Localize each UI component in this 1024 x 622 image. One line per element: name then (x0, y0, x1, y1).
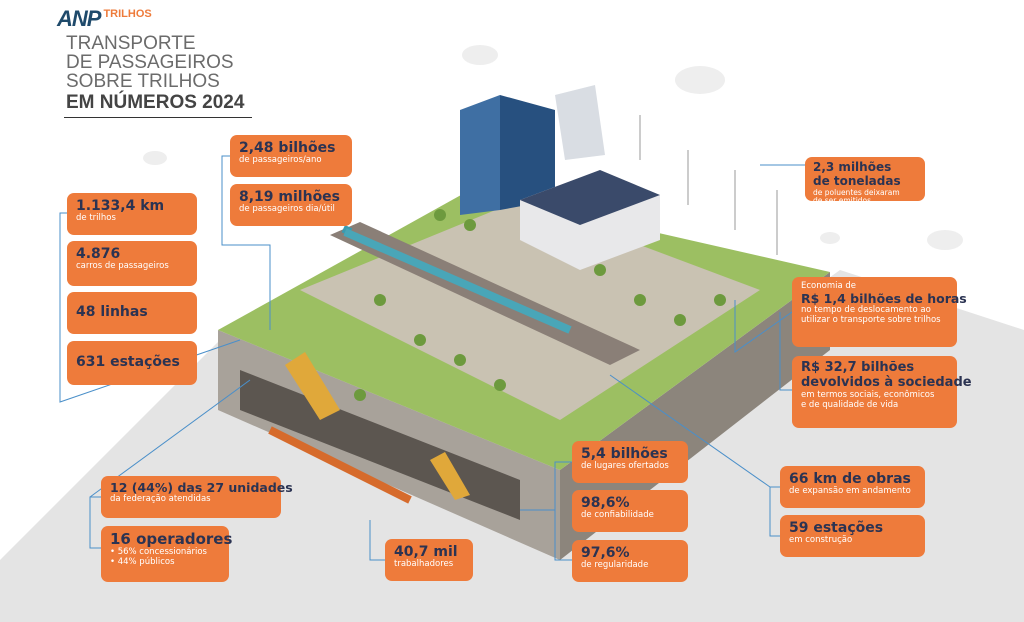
title-line: SOBRE TRILHOS (66, 71, 220, 92)
stat-label: de trilhos (76, 213, 116, 224)
stat-value: 1.133,4 km (76, 198, 165, 214)
stat-pax-day: 8,19 milhões de passageiros dia/útil (230, 184, 352, 226)
stat-value: 2,3 milhões (813, 160, 892, 174)
stat-value: 40,7 mil (394, 544, 458, 560)
stat-value: R$ 32,7 bilhões (801, 360, 915, 375)
stat-regularity: 97,6% de regularidade (572, 540, 688, 582)
title-line: DE PASSAGEIROS (66, 52, 234, 73)
stat-label: e de qualidade de vida (801, 399, 899, 410)
stat-society: R$ 32,7 bilhões devolvidos à sociedade e… (792, 356, 972, 428)
stat-value: 59 estações (789, 520, 884, 536)
stat-hours: Economia de R$ 1,4 bilhões de horas no t… (792, 277, 967, 347)
title-line: TRANSPORTE (66, 33, 196, 54)
stat-value: 2,48 bilhões (239, 140, 336, 156)
stat-label: de lugares ofertados (581, 461, 669, 472)
stat-value: de toneladas (813, 173, 901, 188)
stat-label: de passageiros dia/útil (239, 204, 335, 215)
stat-label: • 56% concessionários (110, 547, 207, 558)
stat-label: da federação atendidas (110, 494, 211, 505)
stat-value: 48 linhas (76, 304, 148, 320)
stat-label: de ser emitidos (813, 196, 872, 206)
stat-workers: 40,7 mil trabalhadores (385, 539, 473, 581)
stat-works: 66 km de obras de expansão em andamento (780, 466, 925, 508)
stat-label: Economia de (801, 281, 857, 291)
stat-value: 8,19 milhões (239, 189, 341, 205)
stat-label: no tempo de deslocamento ao (801, 305, 931, 316)
stat-operators: 16 operadores • 56% concessionários • 44… (101, 526, 233, 582)
stat-label: de poluentes deixaram (813, 187, 900, 197)
stat-pax-year: 2,48 bilhões de passageiros/ano (230, 135, 352, 177)
stat-lines: 48 linhas (67, 292, 197, 334)
stat-new-stations: 59 estações em construção (780, 515, 925, 557)
stat-value: 66 km de obras (789, 471, 911, 487)
stat-value: 631 estações (76, 354, 180, 370)
stat-seats: 5,4 bilhões de lugares ofertados (572, 441, 688, 483)
stat-label: • 44% públicos (110, 557, 175, 568)
stat-label: de passageiros/ano (239, 155, 322, 166)
stat-stations: 631 estações (67, 341, 197, 385)
stat-value: 4.876 (76, 246, 121, 262)
stat-value: 5,4 bilhões (581, 446, 668, 462)
anp-trilhos-logo: ANP TRILHOS (57, 6, 152, 32)
logo-trilhos: TRILHOS (103, 8, 152, 20)
stat-value: 12 (44%) das 27 unidades (110, 480, 293, 495)
logo-anp: ANP (57, 6, 101, 31)
stat-label: de confiabilidade (581, 510, 654, 521)
page-title: TRANSPORTE DE PASSAGEIROS SOBRE TRILHOS … (66, 34, 244, 112)
stat-co2: 2,3 milhões de toneladas de poluentes de… (805, 157, 925, 205)
stat-units: 12 (44%) das 27 unidades da federação at… (101, 476, 293, 518)
stat-label: de regularidade (581, 560, 649, 571)
stat-reliability: 98,6% de confiabilidade (572, 490, 688, 532)
stat-km: 1.133,4 km de trilhos (67, 193, 197, 235)
stat-label: utilizar o transporte sobre trilhos (801, 314, 941, 325)
stat-label: de expansão em andamento (789, 486, 911, 497)
stat-label: em termos sociais, econômicos (801, 389, 935, 400)
stat-value: 98,6% (581, 495, 630, 511)
stat-label: carros de passageiros (76, 261, 169, 272)
stat-value: 16 operadores (110, 530, 233, 548)
title-divider (64, 117, 252, 118)
stat-value: devolvidos à sociedade (801, 374, 972, 390)
title-bold: EM NÚMEROS 2024 (66, 92, 245, 113)
stat-label: trabalhadores (394, 559, 454, 570)
stat-cars: 4.876 carros de passageiros (67, 241, 197, 286)
stat-value: R$ 1,4 bilhões de horas (801, 290, 967, 306)
stat-value: 97,6% (581, 545, 630, 561)
stat-label: em construção (789, 535, 853, 546)
